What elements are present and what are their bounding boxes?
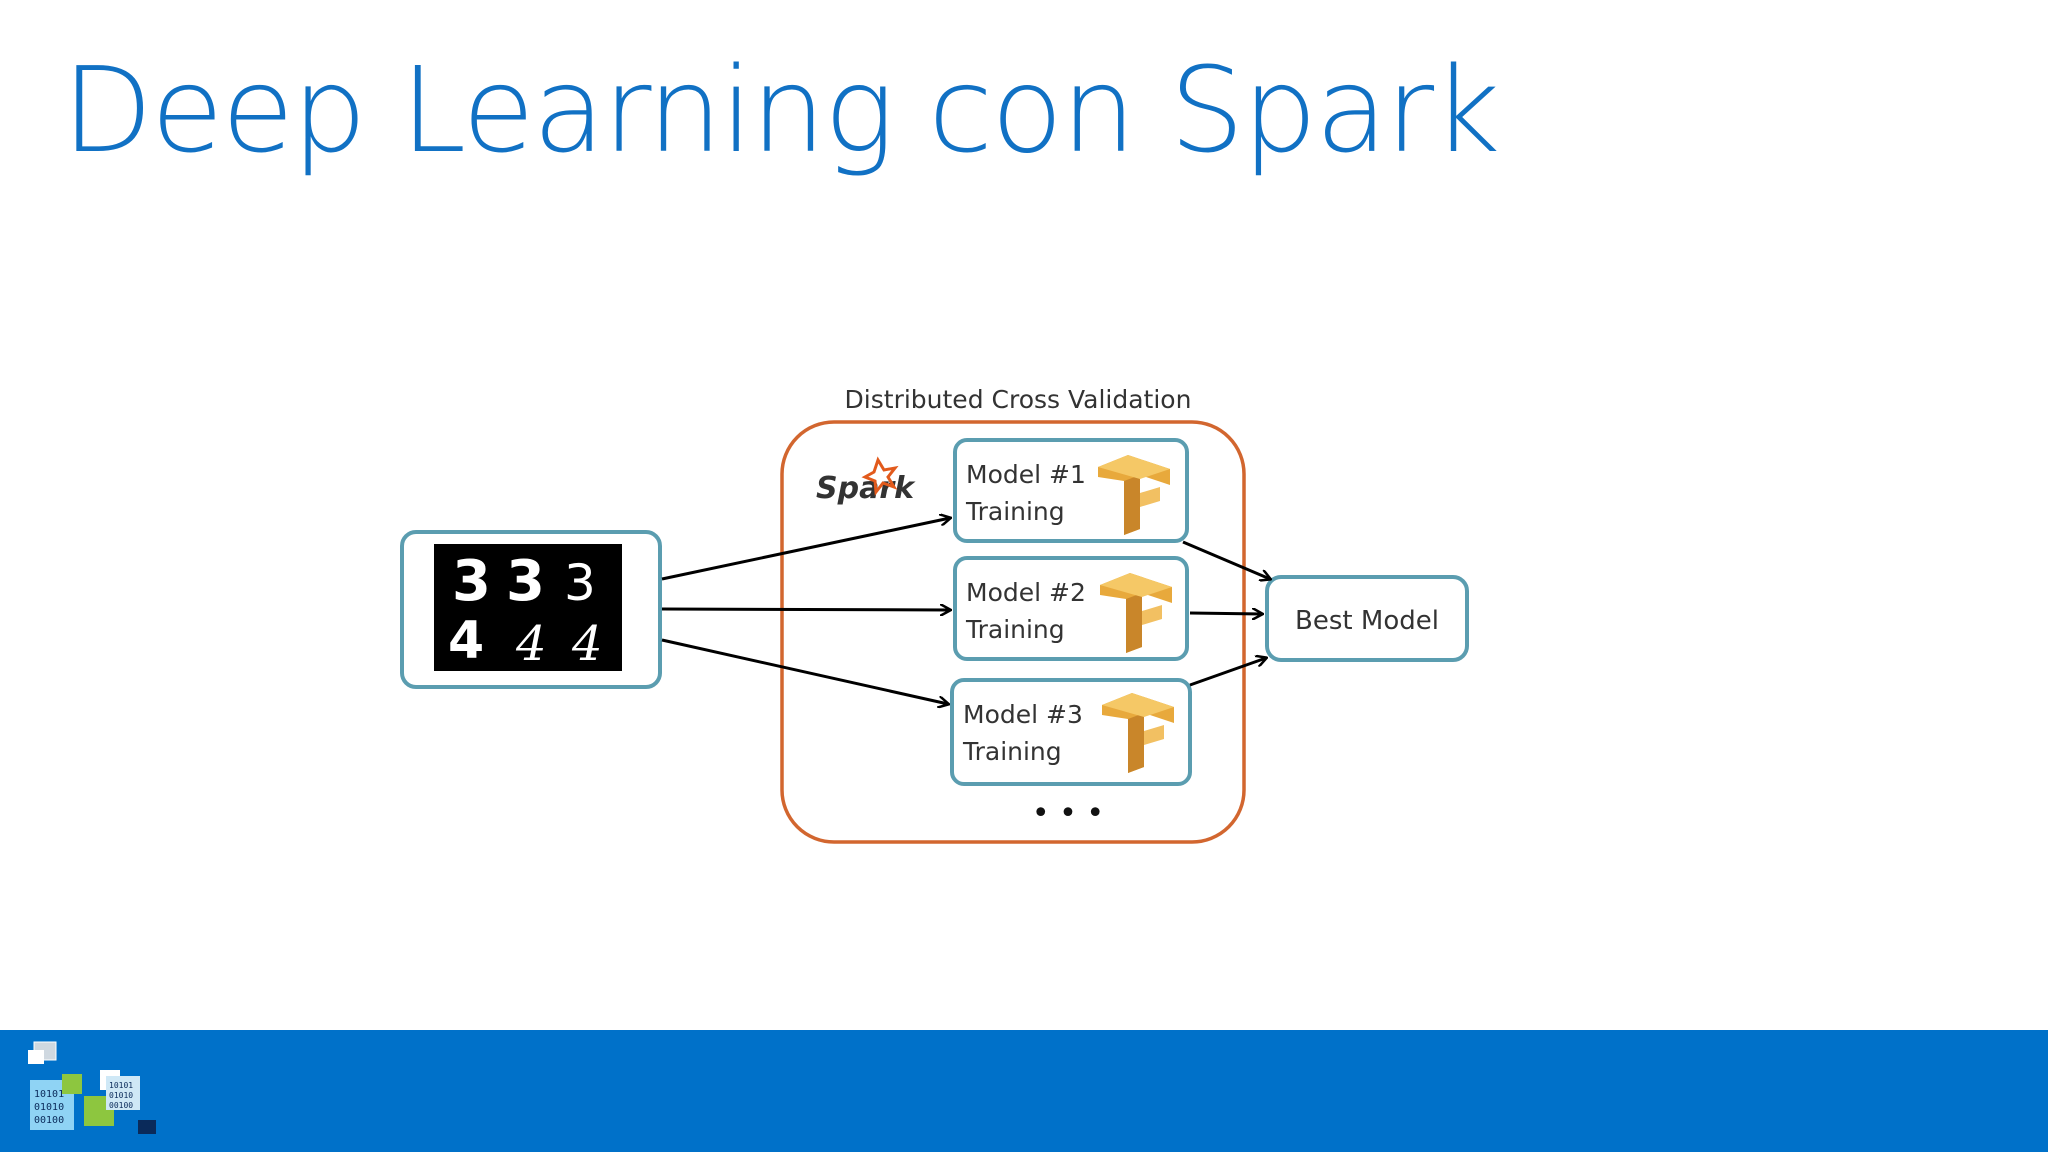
footer-bar xyxy=(0,1030,2048,1152)
arrow-model-2-to-best xyxy=(1189,613,1262,614)
digit: 4 xyxy=(515,616,547,672)
spark-logo: Spark xyxy=(816,456,916,506)
spark-star-icon xyxy=(861,456,899,496)
best-model-label: Best Model xyxy=(1295,606,1439,636)
digit: 4 xyxy=(448,611,484,671)
model-sublabel: Training xyxy=(962,737,1062,766)
spark-cluster-box xyxy=(780,420,1246,844)
logo-bits: 00100 xyxy=(34,1115,64,1126)
logo-bits: 00100 xyxy=(109,1101,133,1110)
cluster-label: Distributed Cross Validation xyxy=(845,385,1192,414)
data-blocks-logo: 10101 01010 00100 10101 01010 00100 xyxy=(28,1041,156,1134)
tensorflow-icon xyxy=(1100,573,1172,653)
mnist-digits-image xyxy=(434,544,622,671)
model-box-2: Model #2 Training xyxy=(953,556,1189,661)
logo-bits: 01010 xyxy=(109,1091,133,1100)
tensorflow-icon xyxy=(1102,693,1174,773)
arrow-input-to-model-1 xyxy=(661,518,950,581)
model-label: Model #1 xyxy=(966,460,1086,489)
digit: 3 xyxy=(564,554,596,612)
model-box-3: Model #3 Training xyxy=(950,678,1192,786)
arrow-model-1-to-best xyxy=(1182,540,1270,579)
arrow-model-3-to-best xyxy=(1189,658,1266,687)
model-sublabel: Training xyxy=(965,615,1065,644)
input-data-box xyxy=(400,530,662,689)
more-models-indicator: • • • xyxy=(1032,796,1104,831)
slide-title: Deep Learning con Spark xyxy=(62,41,1500,179)
arrow-input-to-model-2 xyxy=(661,609,950,610)
arrow-input-to-model-3 xyxy=(661,638,948,704)
model-label: Model #2 xyxy=(966,578,1086,607)
model-box-1: Model #1 Training xyxy=(953,438,1189,543)
model-label: Model #3 xyxy=(963,700,1083,729)
digit: 3 xyxy=(452,549,491,614)
digit: 3 xyxy=(506,549,545,614)
digit: 4 xyxy=(571,616,603,672)
logo-bits: 10101 xyxy=(109,1081,133,1090)
tensorflow-icon xyxy=(1098,455,1170,535)
logo-bits: 10101 xyxy=(34,1089,64,1100)
best-model-box: Best Model xyxy=(1265,575,1469,662)
model-sublabel: Training xyxy=(965,497,1065,526)
logo-bits: 01010 xyxy=(34,1102,64,1113)
